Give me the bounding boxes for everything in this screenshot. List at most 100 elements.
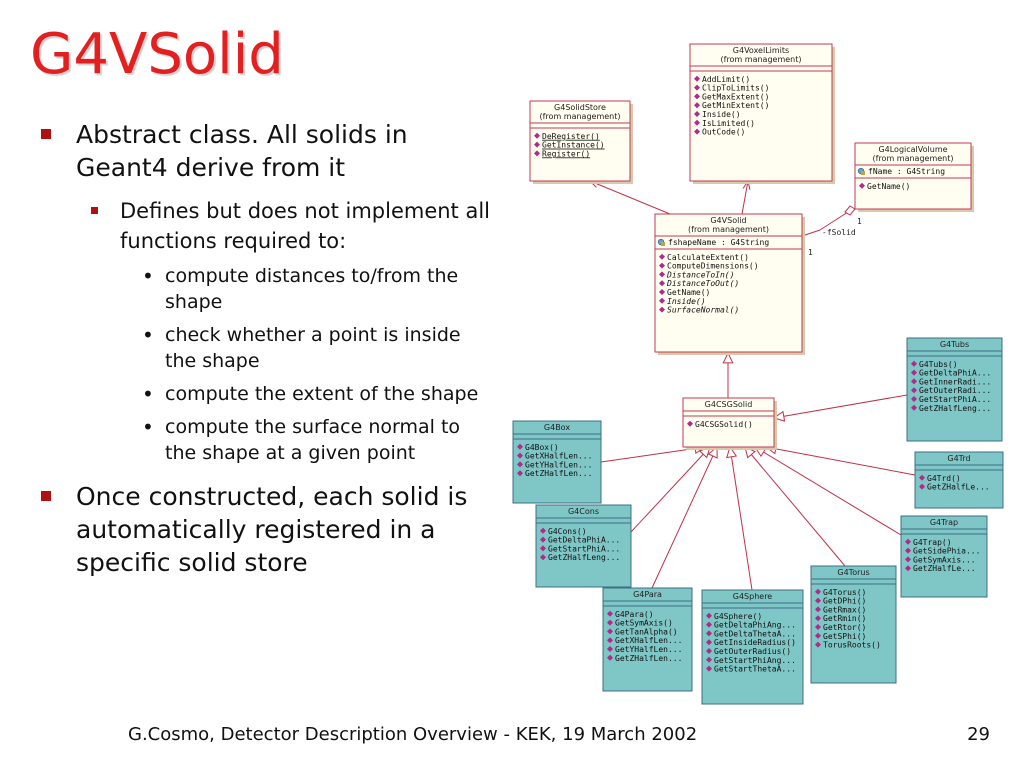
class-name: G4VoxelLimits xyxy=(733,46,789,55)
bullet-item: Once constructed, each solid is automati… xyxy=(30,480,490,579)
method-icon xyxy=(694,128,700,135)
method-icon xyxy=(815,632,821,639)
class-method: GetOuterRadi... xyxy=(919,386,991,395)
class-method: Register() xyxy=(542,149,590,158)
method-icon xyxy=(607,610,613,617)
class-method: GetInstance() xyxy=(542,141,605,150)
method-icon xyxy=(706,621,712,628)
class-name: G4Trd xyxy=(947,454,970,463)
method-icon xyxy=(607,646,613,652)
method-icon xyxy=(859,182,865,189)
method-icon xyxy=(694,111,700,117)
tubs-class-box: G4TubsG4Tubs()GetDeltaPhiA...GetInnerRad… xyxy=(906,337,1003,442)
class-method: DistanceToIn() xyxy=(666,270,734,279)
footer-credit: G.Cosmo, Detector Description Overview -… xyxy=(128,724,698,745)
class-box xyxy=(512,420,602,504)
class-method: GetXHalfLen... xyxy=(525,452,592,461)
method-icon xyxy=(706,612,712,619)
method-icon xyxy=(815,606,821,613)
class-method: G4Cons() xyxy=(548,527,587,536)
method-icon xyxy=(659,289,665,295)
class-method: G4Trap() xyxy=(913,538,952,547)
class-method: IsLimited() xyxy=(702,119,755,128)
class-method: OutCode() xyxy=(702,128,745,137)
class-method: GetInsideRadius() xyxy=(714,638,796,647)
class-method: GetOuterRadius() xyxy=(714,647,791,656)
class-stereotype: (from management) xyxy=(873,154,954,163)
method-icon xyxy=(815,641,821,648)
method-icon xyxy=(815,597,821,604)
class-method: GetTanAlpha() xyxy=(615,627,678,636)
class-name: G4VSolid xyxy=(710,216,746,225)
sub-sub-bullet-item: • check whether a point is inside the sh… xyxy=(30,322,490,374)
class-box xyxy=(914,451,1004,509)
class-method: GetDPhi() xyxy=(823,597,866,606)
para-class-box: G4ParaG4Para()GetSymAxis()GetTanAlpha()G… xyxy=(602,587,693,692)
class-method: G4Box() xyxy=(525,443,559,452)
class-method: GetYHalfLen... xyxy=(525,460,592,469)
method-icon xyxy=(517,461,523,468)
dot-bullet-icon: • xyxy=(142,323,154,347)
class-name: G4CSGSolid xyxy=(705,400,753,409)
method-icon xyxy=(517,443,523,450)
voxel-class-box: G4VoxelLimits(from management)AddLimit()… xyxy=(689,43,835,184)
class-box xyxy=(682,397,775,448)
sub-sub-bullet-item: • compute distances to/from the shape xyxy=(30,263,490,315)
class-method: TorusRoots() xyxy=(823,641,881,650)
class-stereotype: (from management) xyxy=(540,112,621,121)
class-method: GetSidePhia... xyxy=(913,547,980,556)
bullet-list: Abstract class. All solids in Geant4 der… xyxy=(30,118,490,591)
class-name: G4Cons xyxy=(568,507,599,516)
class-method: G4Tubs() xyxy=(919,360,958,369)
method-icon xyxy=(911,396,917,402)
sub-bullet-text: Defines but does not implement all funct… xyxy=(120,199,491,253)
method-icon xyxy=(540,554,546,561)
class-name: G4Trap xyxy=(930,518,958,527)
class-method: GetStartPhiAng... xyxy=(714,656,796,665)
method-icon xyxy=(607,628,613,635)
class-box xyxy=(689,43,833,182)
class-attribute: fshapeName : G4String xyxy=(668,238,769,247)
vsolid-class-box: G4VSolid(from management)fshapeName : G4… xyxy=(654,213,805,355)
class-name: G4Torus xyxy=(837,568,869,577)
class-method: ClipToLimits() xyxy=(702,84,769,93)
method-icon xyxy=(659,297,665,304)
class-method: SurfaceNormal() xyxy=(667,306,739,315)
logical-class-box: G4LogicalVolume(from management)fName : … xyxy=(854,142,974,212)
method-icon xyxy=(815,588,821,595)
class-box xyxy=(654,213,803,353)
class-method: Inside() xyxy=(702,110,741,119)
class-method: AddLimit() xyxy=(702,75,750,84)
class-name: G4Tubs xyxy=(940,340,969,349)
inheritance-line xyxy=(744,446,846,567)
class-method: G4Para() xyxy=(615,610,654,619)
class-method: GetMinExtent() xyxy=(702,101,769,110)
class-method: G4CSGSolid() xyxy=(695,420,753,429)
class-method: GetStartThetaA... xyxy=(714,665,796,674)
method-icon xyxy=(687,420,693,427)
method-icon xyxy=(534,150,540,157)
square-bullet-icon xyxy=(41,129,51,139)
class-method: GetZHalfLen... xyxy=(525,469,592,478)
class-method: G4Sphere() xyxy=(714,612,762,621)
method-icon xyxy=(540,527,546,534)
class-method: GetXHalfLen... xyxy=(615,636,682,645)
sub-sub-bullet-text: compute the extent of the shape xyxy=(165,383,479,405)
class-method: DeRegister() xyxy=(542,132,600,141)
class-box xyxy=(701,589,804,705)
class-method: GetMaxExtent() xyxy=(702,92,769,101)
method-icon xyxy=(540,536,546,543)
dot-bullet-icon: • xyxy=(142,264,154,288)
aggregation-diamond-icon xyxy=(844,205,856,216)
inheritance-line xyxy=(765,446,916,476)
square-bullet-icon xyxy=(91,207,98,214)
class-method: GetSPhi() xyxy=(823,632,866,641)
class-method: GetRmin() xyxy=(823,614,866,623)
method-icon xyxy=(911,404,917,411)
inheritance-triangle-icon xyxy=(722,351,734,364)
method-icon xyxy=(706,639,712,646)
multiplicity-label: 1 xyxy=(808,248,813,257)
class-name: G4Para xyxy=(633,590,662,599)
